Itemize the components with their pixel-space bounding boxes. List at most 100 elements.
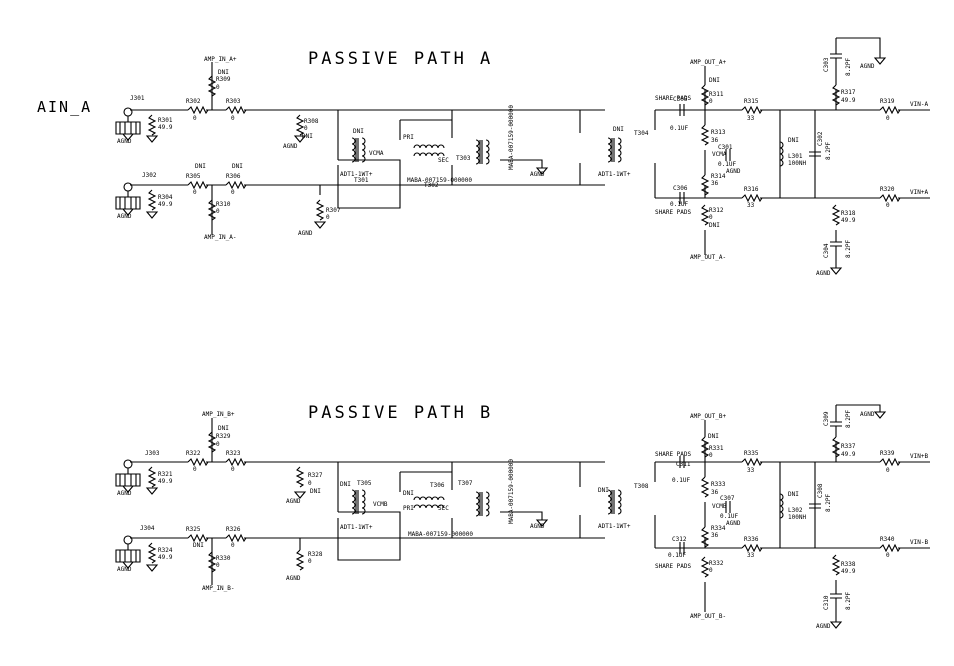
- j304-gnd: AGND: [117, 566, 132, 573]
- l301-val: 100NH: [788, 160, 806, 167]
- r330-ref: R330: [216, 555, 231, 562]
- t304-dni: DNI: [613, 126, 624, 133]
- j301-gnd: AGND: [117, 138, 132, 145]
- r339-val: 0: [886, 467, 890, 474]
- amp-in-a-plus: AMP_IN_A+: [204, 56, 237, 63]
- l302-val: 100NH: [788, 514, 806, 521]
- c301-val: 0.1UF: [718, 161, 736, 168]
- r314-val: 36: [711, 180, 719, 187]
- r312-dni: DNI: [709, 222, 720, 229]
- c312-ref: C312: [672, 536, 687, 543]
- t302-sec: SEC: [438, 157, 449, 164]
- r309-val: 0: [216, 84, 220, 91]
- r328-val: 0: [308, 558, 312, 565]
- title-path-b: PASSIVE PATH B: [308, 403, 493, 423]
- t301-part: ADT1-1WT+: [340, 171, 373, 178]
- t305-part: ADT1-1WT+: [340, 524, 373, 531]
- c312-val: 0.1UF: [668, 552, 686, 559]
- t301-ref: T301: [354, 177, 369, 184]
- r308-gnd: AGND: [283, 143, 298, 150]
- r320-val: 0: [886, 202, 890, 209]
- r311-val: 0: [709, 98, 713, 105]
- r334-val: 36: [711, 532, 719, 539]
- r316-val: 33: [747, 202, 755, 209]
- r310-ref: R310: [216, 201, 231, 208]
- t305-ref: T305: [357, 480, 372, 487]
- passive-path-a: PASSIVE PATH A AIN_A J301 J302 AGND AGND…: [37, 37, 930, 277]
- vin-minus-a: VIN-A: [910, 101, 928, 108]
- r317-val: 49.9: [841, 97, 856, 104]
- t303-ref: T303: [456, 155, 471, 162]
- r319-ref: R319: [880, 98, 895, 105]
- r335-ref: R335: [744, 450, 759, 457]
- j302-gnd: AGND: [117, 213, 132, 220]
- t301-vcm: VCMA: [369, 150, 384, 157]
- j303-label: J303: [145, 450, 160, 457]
- r333-val: 36: [711, 489, 719, 496]
- c307-val: 0.1UF: [720, 513, 738, 520]
- t307-ref: T307: [458, 480, 473, 487]
- t306-part: MABA-007159-000000: [408, 531, 473, 538]
- r327-ref: R327: [308, 472, 323, 479]
- t306-ref: T306: [430, 482, 445, 489]
- r311-dni: DNI: [709, 77, 720, 84]
- c302-val: 8.2PF: [825, 142, 832, 160]
- r306-val: 0: [231, 189, 235, 196]
- r326-val: 0: [231, 542, 235, 549]
- c305-ref: C305: [673, 96, 688, 103]
- t303-part: MABA-007159-000000: [508, 105, 515, 170]
- amp-out-a-minus: AMP_OUT_A-: [690, 254, 726, 261]
- r331-dni: DNI: [708, 433, 719, 440]
- t305-vcm: VCMB: [373, 501, 388, 508]
- c301-ref: C301: [718, 144, 733, 151]
- amp-out-b-plus: AMP_OUT_B+: [690, 413, 727, 420]
- r328-ref: R328: [308, 551, 323, 558]
- r306-ref: R306: [226, 173, 241, 180]
- r317-ref: R317: [841, 89, 856, 96]
- r322-ref: R322: [186, 450, 201, 457]
- c302-ref: C302: [817, 131, 824, 146]
- r329-val: 0: [216, 441, 220, 448]
- r307-val: 0: [326, 214, 330, 221]
- r338-val: 49.9: [841, 568, 856, 575]
- l301-ref: L301: [788, 153, 803, 160]
- r315-val: 33: [747, 115, 755, 122]
- vin-plus-b: VIN+B: [910, 453, 928, 460]
- r308-ref: R308: [304, 118, 319, 125]
- t308-dni: DNI: [598, 487, 609, 494]
- r311-ref: R311: [709, 91, 724, 98]
- r324-val: 49.9: [158, 554, 173, 561]
- c309-gnd: AGND: [860, 411, 875, 418]
- c301-vcm: VCMA: [712, 151, 727, 158]
- r321-val: 49.9: [158, 478, 173, 485]
- r335-val: 33: [747, 467, 755, 474]
- input-label-ain-a: AIN_A: [37, 98, 92, 116]
- t303-gnd: AGND: [530, 171, 545, 178]
- r327-dni: DNI: [310, 488, 321, 495]
- t307-gnd: AGND: [530, 523, 545, 530]
- c307-ref: C307: [720, 495, 735, 502]
- c303-val: 8.2PF: [845, 58, 852, 76]
- r324-ref: R324: [158, 547, 173, 554]
- amp-in-b-minus: AMP_IN_B-: [202, 585, 235, 592]
- r340-ref: R340: [880, 536, 895, 543]
- r327-val: 0: [308, 480, 312, 487]
- r334-ref: R334: [711, 525, 726, 532]
- r322-val: 0: [193, 466, 197, 473]
- amp-in-a-minus: AMP_IN_A-: [204, 234, 237, 241]
- r305-dni: DNI: [195, 163, 206, 170]
- j304-label: J304: [140, 525, 155, 532]
- c310-val: 8.2PF: [845, 592, 852, 610]
- r323-ref: R323: [226, 450, 241, 457]
- c312-share: SHARE PADS: [655, 563, 692, 570]
- c303-gnd: AGND: [860, 63, 875, 70]
- c311-share: SHARE PADS: [655, 451, 692, 458]
- c311-ref: C311: [676, 461, 691, 468]
- r316-ref: R316: [744, 186, 759, 193]
- r327-gnd: AGND: [286, 498, 301, 505]
- r314-ref: R314: [711, 173, 726, 180]
- c307-gnd: AGND: [726, 520, 741, 527]
- r315-ref: R315: [744, 98, 759, 105]
- r305-val: 0: [193, 189, 197, 196]
